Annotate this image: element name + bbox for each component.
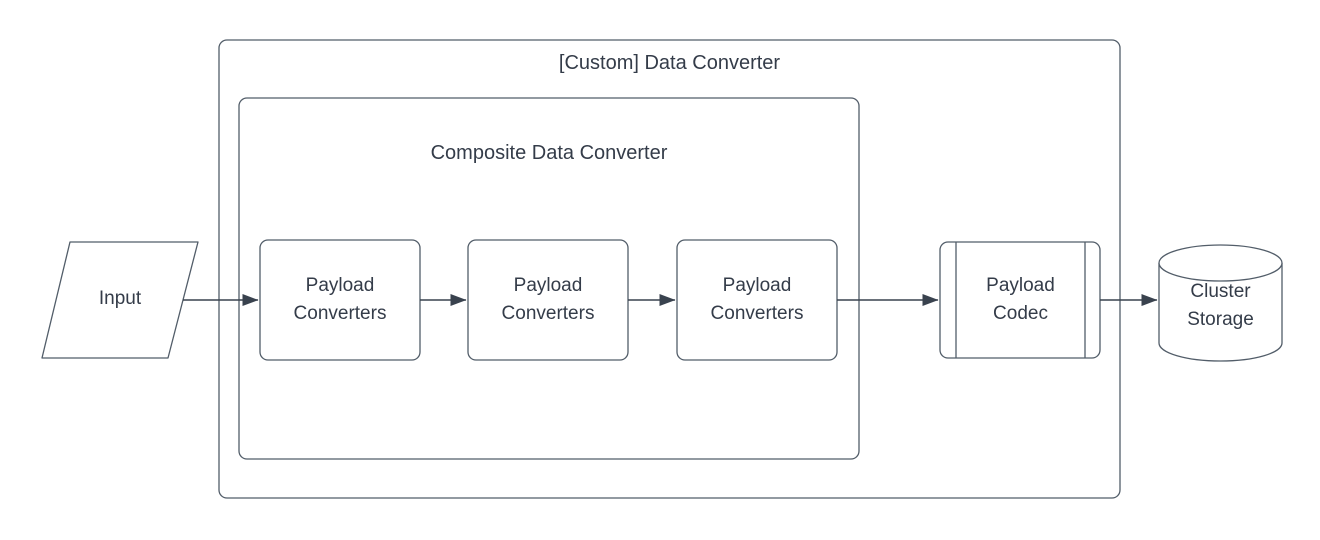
payload-codec-label: Payload Codec <box>986 275 1055 324</box>
cluster-storage-label: Cluster Storage <box>1187 281 1254 330</box>
payload-converters-2-label: Payload Converters <box>501 275 595 324</box>
payload-converters-3-label: Payload Converters <box>710 275 804 324</box>
payload-converters-1-label: Payload Converters <box>293 275 387 324</box>
outer-container-title: [Custom] Data Converter <box>558 52 781 74</box>
input-node-label: Input <box>98 288 142 309</box>
inner-container-title: Composite Data Converter <box>430 142 668 164</box>
